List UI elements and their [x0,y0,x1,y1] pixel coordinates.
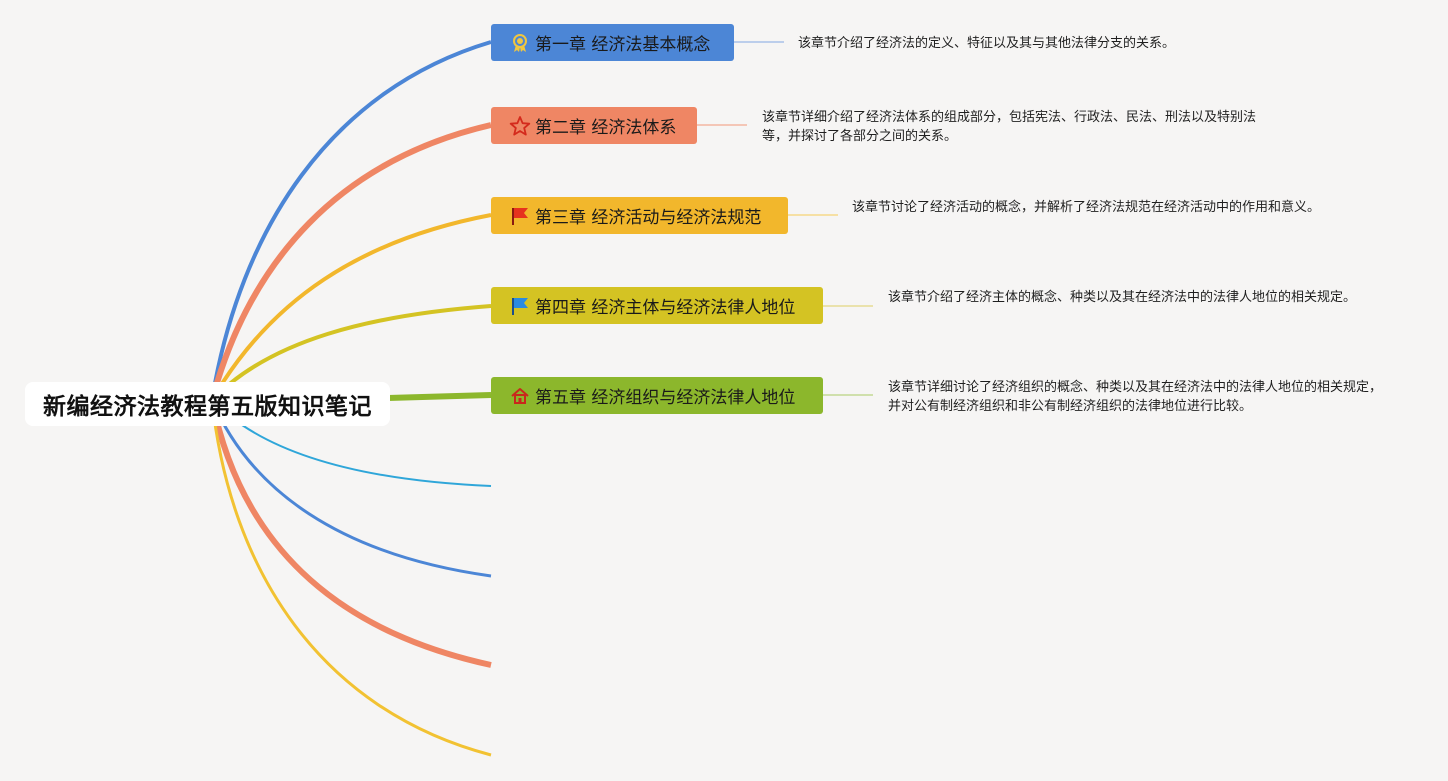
branch-desc-2: 该章节详细介绍了经济法体系的组成部分，包括宪法、行政法、民法、刑法以及特别法等，… [762,110,1257,144]
connector-8 [209,399,492,668]
award-ribbon-icon [509,32,531,54]
branch-node-2[interactable]: 第二章 经济法体系 [491,107,697,144]
branch-desc-5: 该章节详细讨论了经济组织的概念、种类以及其在经济法中的法律人地位的相关规定，并对… [888,380,1383,414]
red-flag-icon [509,205,531,227]
branch-label-4: 第四章 经济主体与经济法律人地位 [535,298,796,318]
branch-label-2: 第二章 经济法体系 [535,118,677,138]
house-icon [509,385,531,407]
star-icon [509,115,531,137]
branch-label-1: 第一章 经济法基本概念 [535,35,711,55]
connector-4 [210,304,492,402]
connector-5 [387,392,492,401]
connector-1 [210,40,492,401]
connector-7 [210,399,492,578]
branch-node-4[interactable]: 第四章 经济主体与经济法律人地位 [491,287,823,324]
connector-9 [210,399,492,757]
branch-node-1[interactable]: 第一章 经济法基本概念 [491,24,734,61]
central-topic[interactable]: 新编经济法教程第五版知识笔记 [25,382,390,426]
branch-desc-3: 该章节讨论了经济活动的概念，并解析了经济法规范在经济活动中的作用和意义。 [852,200,1321,215]
central-topic-label: 新编经济法教程第五版知识笔记 [43,394,372,420]
connector-3 [210,213,492,402]
blue-flag-icon [509,295,531,317]
branch-node-3[interactable]: 第三章 经济活动与经济法规范 [491,197,788,234]
branch-node-5[interactable]: 第五章 经济组织与经济法律人地位 [491,377,823,414]
branch-label-3: 第三章 经济活动与经济法规范 [535,208,762,228]
branch-desc-1: 该章节介绍了经济法的定义、特征以及其与其他法律分支的关系。 [798,36,1176,51]
branch-label-5: 第五章 经济组织与经济法律人地位 [535,388,796,408]
branch-desc-4: 该章节介绍了经济主体的概念、种类以及其在经济法中的法律人地位的相关规定。 [888,290,1357,305]
connector-2 [209,122,492,401]
